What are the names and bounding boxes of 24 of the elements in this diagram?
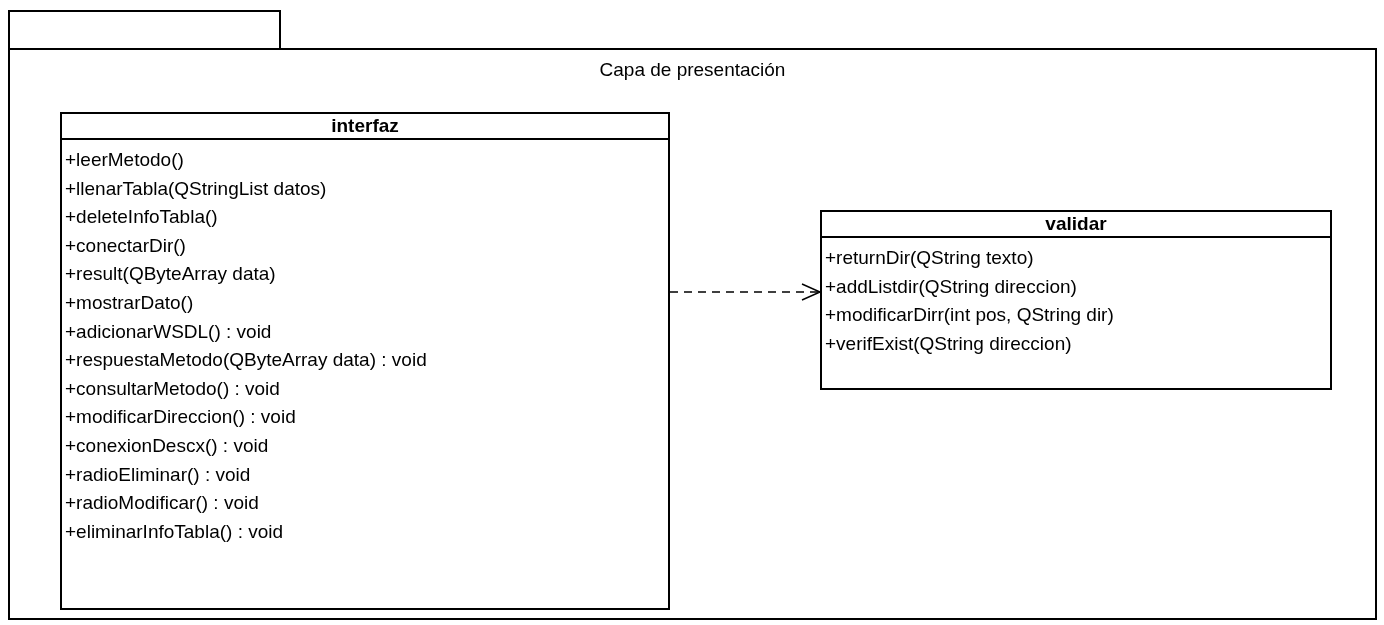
method-text: +verifExist(QString direccion) (825, 331, 1072, 356)
package-name: Capa de presentación (599, 58, 786, 82)
method-text: +eliminarInfoTabla() : void (65, 519, 284, 544)
method-text: +mostrarDato() (65, 290, 194, 315)
class-box (820, 210, 1332, 390)
method-text: +consultarMetodo() : void (65, 376, 280, 401)
method-text: +radioEliminar() : void (65, 462, 251, 487)
dependency-arrow (669, 283, 821, 301)
method-text: +respuestaMetodo(QByteArray data) : void (65, 348, 427, 373)
method-text: +result(QByteArray data) (65, 262, 276, 287)
class-name: interfaz (62, 114, 668, 140)
method-text: +adicionarWSDL() : void (65, 319, 272, 344)
method-text: +modificarDireccion() : void (65, 405, 296, 430)
method-text: +radioModificar() : void (65, 491, 259, 516)
method-text: +llenarTabla(QStringList datos) (65, 176, 327, 201)
class-box (60, 112, 670, 610)
method-text: +conexionDescx() : void (65, 433, 269, 458)
class-name: validar (822, 212, 1330, 238)
method-text: +deleteInfoTabla() (65, 205, 218, 230)
method-text: +returnDir(QString texto) (825, 246, 1034, 270)
method-text: +addListdir(QString direccion) (825, 274, 1077, 299)
method-text: +modificarDirr(int pos, QString dir) (825, 303, 1114, 328)
method-text: +conectarDir() (65, 233, 186, 258)
method-text: +leerMetodo() (65, 148, 184, 172)
